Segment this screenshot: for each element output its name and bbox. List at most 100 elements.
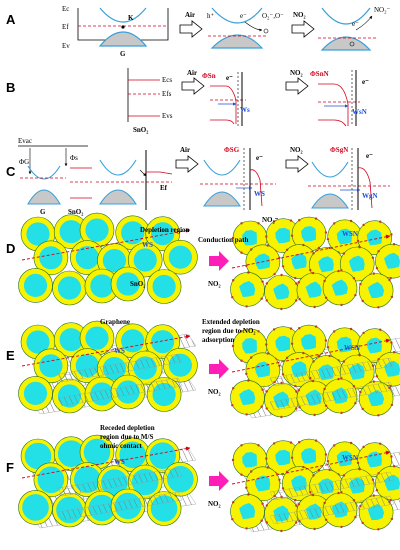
adsorbed-no2-dot: [285, 248, 289, 251]
adsorbed-no2-dot: [337, 377, 340, 381]
adsorbed-no2-dot: [328, 354, 331, 358]
sno2-band-air: ΦSn e⁻ Ws: [202, 72, 250, 126]
adsorbed-no2-dot: [356, 239, 360, 243]
grain-core: [59, 220, 83, 244]
material-g-label-c: G: [40, 208, 46, 216]
width-label-f: WS: [114, 458, 125, 466]
grain-core: [85, 326, 109, 350]
panel-e: E Graphene Extended depletion region due…: [6, 318, 400, 419]
grain-core: [168, 245, 192, 269]
graphene-band-air: h⁺ e⁻ O₂⁻,O⁻: [207, 7, 284, 49]
grain-core: [116, 272, 140, 296]
process-arrow-e: NO₂: [208, 359, 229, 396]
adsorbed-no2-dot: [354, 402, 357, 405]
adsorbed-no2-dot: [314, 439, 318, 442]
adsorbed-no2-dot: [278, 364, 281, 367]
grain-core: [85, 218, 109, 242]
adsorbed-no2-dot: [358, 468, 361, 471]
adsorbed-no2-dot: [273, 272, 276, 276]
grains-graphene-before: [18, 320, 198, 415]
adsorbed-no2-dot: [324, 518, 328, 521]
adsorbed-no2-dot: [313, 413, 316, 417]
step-arrow-no2-a: NO₂: [291, 11, 315, 38]
barrier-sgn-label: ΦSgN: [330, 146, 348, 154]
extended-label-1: Extended depletion: [202, 318, 260, 326]
grain-core: [336, 228, 352, 245]
adsorbed-no2-dot: [289, 327, 293, 330]
adsorbed-no2-dot: [265, 343, 268, 346]
adsorbed-no2-dot: [358, 354, 361, 357]
g-sno2-no2-bands: ΦSgN e⁻ WgN: [308, 146, 390, 210]
air-label-b: Air: [187, 69, 197, 77]
adsorbed-no2-dot: [294, 498, 297, 502]
adsorbed-no2-dot: [265, 407, 268, 410]
grain-core: [23, 273, 48, 297]
adsorbed-no2-dot: [356, 461, 360, 465]
k-point-label: K: [128, 14, 134, 22]
adsorbed-no2-dot: [317, 354, 321, 358]
conduction-path-e-left: [21, 334, 191, 367]
adsorbed-no2-dot: [298, 441, 301, 444]
barrier-sg-label: ΦSG: [224, 146, 240, 154]
adsorbed-no2-dot: [354, 516, 357, 519]
adsorbed-no2-dot: [377, 414, 380, 417]
grain-core: [242, 230, 257, 246]
adsorbed-no2-dot: [240, 222, 243, 225]
phi-s-label: Φs: [70, 154, 78, 162]
no2-ion-label-d: NO₂⁻: [262, 216, 279, 224]
adsorbed-no2-dot: [232, 279, 235, 282]
conduction-path-f-right: [231, 450, 391, 485]
adsorbed-no2-dot: [298, 406, 301, 409]
adsorbed-no2-dot: [340, 525, 343, 529]
adsorbed-no2-dot: [261, 502, 264, 505]
process-arrow-f: NO₂: [208, 471, 229, 508]
adsorbed-no2-dot: [333, 330, 336, 333]
process-arrow-d: NO₂: [208, 251, 229, 288]
adsorbed-no2-dot: [314, 217, 318, 220]
panel-a: A Ec Ef Ev K G Air h⁺ e⁻ O₂⁻,O⁻: [6, 5, 391, 58]
adsorbed-no2-dot: [240, 444, 243, 447]
adsorbed-no2-dot: [272, 442, 276, 445]
adsorbed-no2-dot: [354, 294, 357, 297]
adsorbed-no2-dot: [379, 328, 382, 331]
evs-label: Evs: [162, 112, 173, 120]
grain-core: [239, 389, 256, 406]
grain-core: [83, 438, 111, 466]
adsorbed-no2-dot: [390, 341, 393, 344]
grain-core: [366, 229, 382, 246]
adsorbed-no2-dot: [247, 271, 250, 274]
adsorbed-no2-dot: [257, 222, 260, 225]
adsorbed-no2-dot: [358, 246, 361, 249]
adsorbed-no2-dot: [375, 375, 379, 378]
adsorbed-no2-dot: [240, 473, 243, 476]
electron-label-c1: e⁻: [256, 154, 263, 162]
adsorbed-no2-dot: [280, 415, 283, 419]
adsorbed-no2-dot: [390, 295, 394, 299]
width-label-d: WS: [142, 241, 153, 249]
grain-core: [242, 338, 257, 354]
no2-label-b: NO₂: [290, 69, 303, 77]
graphene-sheet-top: [57, 353, 183, 383]
width-ws-label-c: WS: [254, 190, 265, 198]
electron-label-b2: e⁻: [362, 78, 369, 86]
grain-core: [367, 503, 385, 521]
adsorbed-no2-dot: [324, 296, 328, 299]
adsorbed-no2-dot: [372, 272, 375, 275]
adsorbed-no2-dot: [312, 252, 315, 255]
adsorbed-no2-dot: [272, 220, 276, 223]
width-label-e: WS: [114, 347, 125, 355]
adsorbed-no2-dot: [261, 388, 264, 391]
adsorbed-no2-dot: [372, 494, 375, 497]
panel-c: C Evac ΦG Φs G SnO₂ Ef Ai: [6, 137, 390, 216]
adsorbed-no2-dot: [231, 404, 234, 407]
adsorbed-no2-dot: [297, 389, 300, 392]
g-sno2-isolated-bands: Evac ΦG Φs G SnO₂: [18, 137, 92, 216]
sno2-band-diagram: Ecs Efs Evs SnO₂: [127, 68, 173, 134]
grain-core: [305, 281, 322, 298]
grain-core: [273, 283, 290, 300]
sno2-grains-after-no2: [230, 216, 400, 311]
adsorbed-no2-dot: [323, 279, 326, 283]
adsorbed-no2-dot: [257, 330, 260, 333]
sno2-band-no2: ΦSnN e⁻ WsN: [310, 70, 369, 127]
adsorbed-no2-dot: [295, 407, 298, 410]
